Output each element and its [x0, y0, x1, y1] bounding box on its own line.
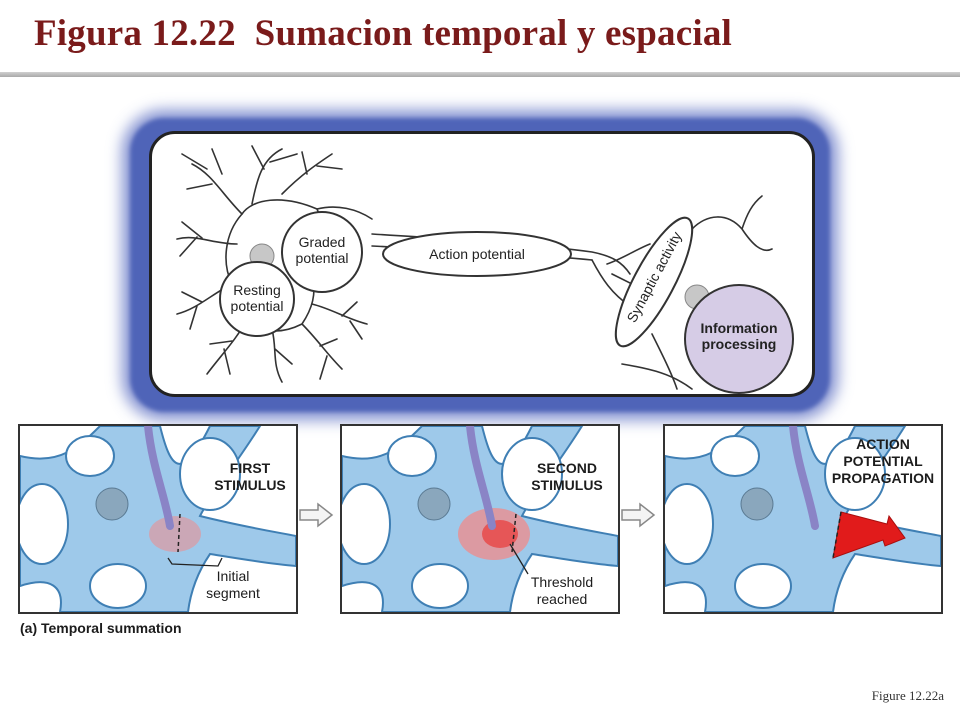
neuron-drawing-2 — [342, 426, 618, 612]
sequence-arrow-1 — [299, 502, 334, 528]
stimulus-label-2: SECOND STIMULUS — [531, 460, 603, 493]
information-processing-label: Information processing — [700, 320, 778, 352]
resting-potential-label: Resting potential — [230, 282, 284, 314]
neuron-drawing-3 — [665, 426, 941, 612]
overview-panel: Graded potential Resting potential Actio… — [149, 131, 815, 397]
action-potential-label: Action potential — [429, 246, 525, 262]
figure-caption: (a) Temporal summation — [20, 620, 182, 636]
note-label-1: Initial segment — [206, 568, 260, 601]
stimulus-label-3: ACTION POTENTIAL PROPAGATION — [831, 436, 935, 486]
slide-title: Figura 12.22 Sumacion temporal y espacia… — [34, 13, 733, 54]
sequence-arrow-2 — [621, 502, 656, 528]
graded-potential-label: Graded potential — [295, 234, 349, 266]
figure-reference: Figure 12.22a — [871, 688, 944, 703]
panel-action-potential: ACTION POTENTIAL PROPAGATION — [663, 424, 943, 614]
neuron-overview-drawing — [176, 145, 794, 394]
panel-first-stimulus: FIRST STIMULUS Initial segment — [18, 424, 298, 614]
panel-second-stimulus: SECOND STIMULUS Threshold reached — [340, 424, 620, 614]
title-divider — [0, 72, 960, 77]
note-label-2: Threshold reached — [530, 574, 594, 607]
stimulus-label-1: FIRST STIMULUS — [214, 460, 286, 493]
neuron-drawing-1 — [20, 426, 296, 612]
